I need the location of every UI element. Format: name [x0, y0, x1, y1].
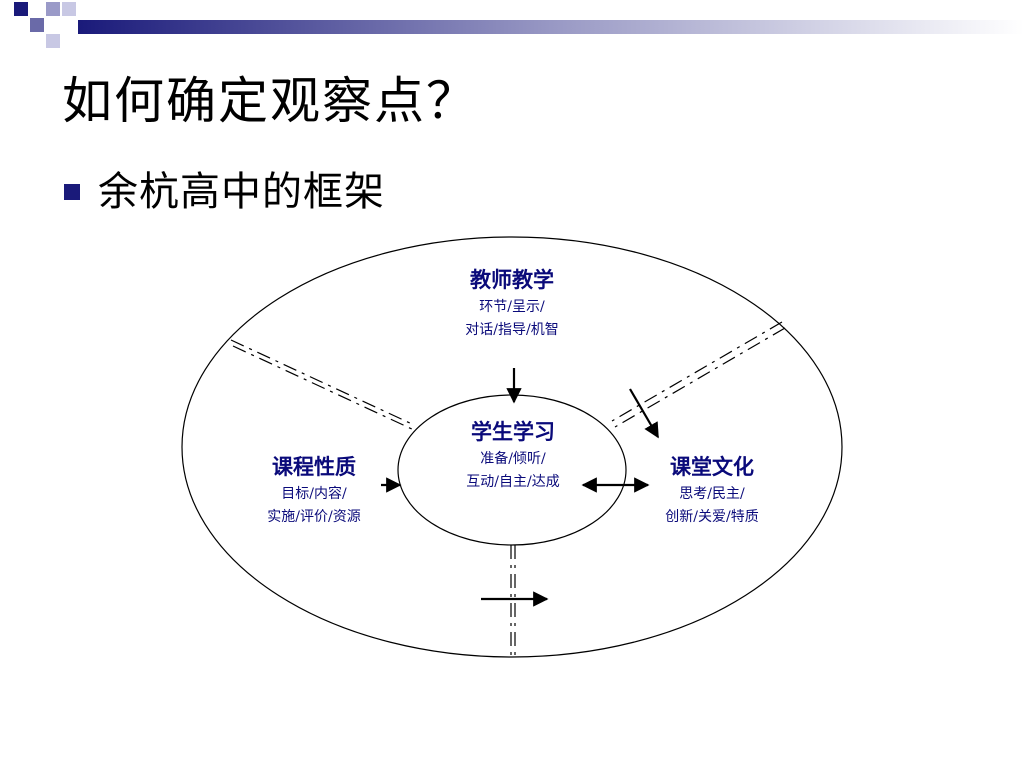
bullet-text: 余杭高中的框架 — [98, 169, 385, 215]
label-center-line-1: 准备/倾听/ — [480, 450, 546, 467]
label-top-title: 教师教学 — [470, 268, 554, 292]
label-left-line-2: 实施/评价/资源 — [267, 509, 360, 525]
label-top-line-2: 对话/指导/机智 — [465, 322, 558, 338]
header-gradient-bar — [78, 20, 1024, 34]
deco-square-pale — [62, 2, 76, 16]
inner-ellipse — [397, 394, 627, 546]
deco-square-dark — [14, 2, 28, 16]
divider-right — [611, 321, 786, 428]
deco-square-mid — [30, 18, 44, 32]
label-top-line-1: 环节/呈示/ — [479, 299, 545, 315]
divider-bottom — [510, 545, 516, 657]
bullet-item: 余杭高中的框架 — [64, 172, 385, 212]
label-left-title: 课程性质 — [272, 455, 356, 479]
deco-square-pale-2 — [46, 34, 60, 48]
header-decoration — [14, 2, 1024, 48]
slide-title: 如何确定观察点？ — [62, 72, 478, 130]
outer-ellipse — [181, 236, 843, 658]
label-right-title: 课堂文化 — [670, 455, 754, 479]
label-center-line-2: 互动/自主/达成 — [466, 474, 559, 490]
arrow-diagonal-right — [629, 388, 659, 439]
divider-left — [230, 339, 415, 431]
deco-square-light — [46, 2, 60, 16]
label-left-line-1: 目标/内容/ — [281, 485, 347, 502]
bullet-square-icon — [64, 184, 80, 200]
label-center-title: 学生学习 — [471, 420, 555, 444]
label-right-line-2: 创新/关爱/特质 — [665, 509, 758, 525]
label-right-line-1: 思考/民主/ — [679, 486, 745, 502]
